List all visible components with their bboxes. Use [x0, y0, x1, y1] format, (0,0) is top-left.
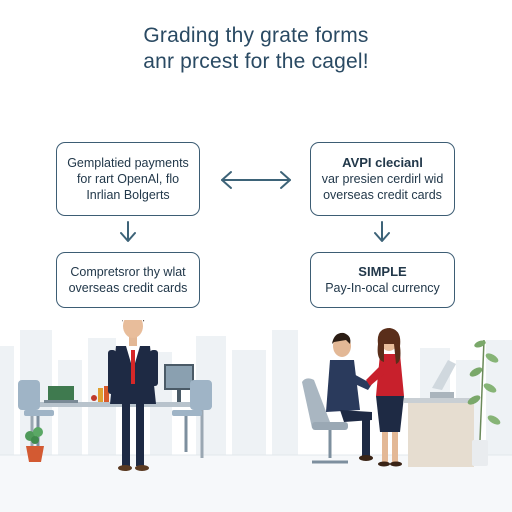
page-title: Grading thy grate forms	[143, 24, 369, 47]
box-text-line: Inrlian Bolgerts	[86, 188, 170, 202]
page-subtitle: anr prcest for the cagel!	[143, 50, 369, 73]
potted-plant	[467, 339, 501, 466]
desk-items	[91, 386, 109, 402]
down-arrow-icon	[374, 221, 390, 242]
standing-woman	[366, 328, 404, 467]
box-text-line: Gemplatied payments	[67, 156, 189, 170]
potted-plant	[25, 427, 44, 462]
flow-box-simple-local-currency: SIMPLE Pay-In-ocal currency	[310, 252, 455, 308]
laptop	[44, 386, 78, 403]
seated-man	[326, 332, 373, 461]
box-text-line: Pay-In-ocal currency	[325, 281, 440, 295]
box-text-line: overseas credit cards	[68, 281, 188, 295]
box-text-line: for rart OpenAl, flo	[76, 172, 180, 186]
office-illustration	[0, 320, 512, 512]
office-chair	[172, 380, 212, 452]
flow-box-overseas-cards: Compretsror thy wlat overseas credit car…	[56, 252, 200, 308]
box-text-line: overseas credit cards	[323, 188, 442, 202]
box-text-line: var presien cerdirl wid	[321, 172, 444, 186]
box-heading: SIMPLE	[358, 264, 407, 279]
right-desk	[404, 398, 476, 467]
left-right-arrow-icon	[221, 171, 291, 189]
standing-man	[108, 320, 158, 471]
box-text-line: Compretsror thy wlat	[70, 265, 186, 279]
box-heading: AVPI clecianl	[342, 155, 423, 170]
monitor	[430, 360, 456, 398]
down-arrow-icon	[120, 221, 136, 242]
office-chair	[302, 378, 348, 464]
flow-box-api-decision: AVPI clecianl var presien cerdirl wid ov…	[310, 142, 455, 216]
monitor	[164, 364, 194, 402]
flow-box-complicated-payments: Gemplatied payments for rart OpenAl, flo…	[56, 142, 200, 216]
